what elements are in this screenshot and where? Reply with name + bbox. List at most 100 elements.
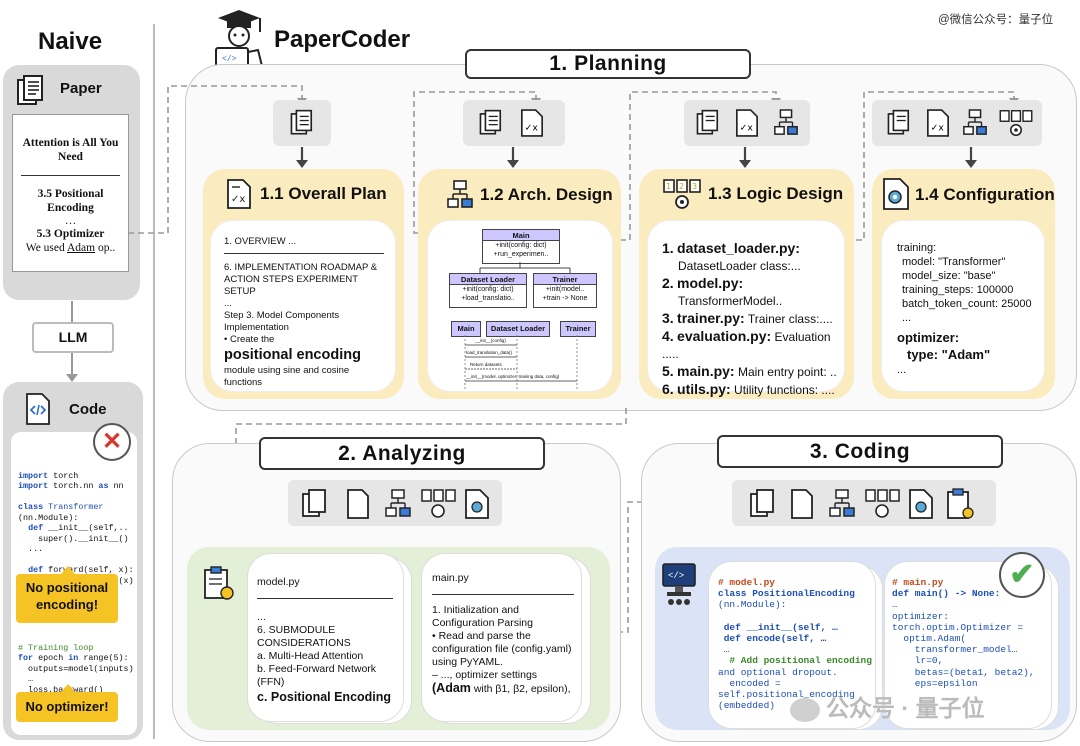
warning-no-optimizer: No optimizer! bbox=[16, 692, 118, 722]
op-line6: positional encoding bbox=[224, 347, 361, 363]
nc2-l0: # Training loop bbox=[18, 642, 94, 653]
code-file-icon bbox=[26, 393, 50, 425]
svg-text:✓x: ✓x bbox=[231, 194, 245, 205]
uml-loader-body: +init(config: dict) +load_translatio.. bbox=[449, 284, 527, 308]
nc2-l3: … bbox=[18, 674, 34, 684]
analyze-arch-icon bbox=[385, 489, 411, 517]
paper-dots: … bbox=[64, 215, 77, 227]
code-line: and optional dropout. bbox=[718, 666, 838, 678]
code-line: def __init__(self, … bbox=[718, 621, 838, 633]
code-line: optim.Adam( bbox=[892, 633, 967, 645]
am-l4: b. Feed-Forward Network (FFN) bbox=[257, 663, 377, 688]
configuration-card bbox=[882, 221, 1044, 391]
code-line: def main() -> None: bbox=[892, 588, 1001, 600]
code-line: eps=epsilon bbox=[892, 677, 978, 689]
cfg-l8: type: "Adam" bbox=[907, 347, 991, 362]
analysis-model-content: model.py ... 6. SUBMODULE CONSIDERATIONS… bbox=[257, 576, 393, 706]
small-plan-icon: ✓x bbox=[521, 109, 543, 137]
op-line1: 1. OVERVIEW ... bbox=[224, 236, 297, 247]
logic-n: 3. bbox=[662, 310, 674, 326]
svg-text:✓x: ✓x bbox=[525, 122, 539, 133]
warning-pointer-2 bbox=[60, 684, 76, 693]
analyze-logic-icon bbox=[421, 489, 456, 518]
logic-file: model.py: bbox=[677, 275, 744, 291]
nc1-l3: class Transformer bbox=[18, 502, 104, 512]
op-line7: module using sine and cosine functions bbox=[224, 365, 350, 388]
seq-msg-1: __init__(config) bbox=[475, 338, 506, 343]
watermark-bottom: 公众号 · 量子位 bbox=[790, 689, 984, 723]
code-line: (embedded) bbox=[718, 700, 776, 712]
svg-text:1: 1 bbox=[666, 182, 671, 191]
paper-section: 3.5 Positional Encoding bbox=[37, 188, 104, 214]
logic-item-1-desc: DatasetLoader class:... bbox=[678, 259, 801, 273]
cfg-l7: optimizer: bbox=[897, 330, 960, 345]
analyzing-title: 2. Analyzing bbox=[259, 437, 545, 470]
an-l1: 1. Initialization and Configuration Pars… bbox=[432, 604, 533, 629]
logic-n: 1. bbox=[662, 240, 674, 256]
nc1-l0: import torch bbox=[18, 470, 79, 481]
seq-trainer: Trainer bbox=[560, 321, 596, 337]
code-line: … bbox=[718, 644, 730, 656]
uml-connectors bbox=[479, 262, 571, 274]
code-line: encoded = bbox=[718, 677, 781, 689]
nc1-l4: (nn.Module): bbox=[18, 512, 79, 523]
logic-desc: Utility functions: .... bbox=[734, 383, 835, 397]
logic-item-2-desc: TransformerModel.. bbox=[678, 294, 783, 308]
arch-diagram-icon bbox=[447, 180, 473, 208]
code-paper-icon bbox=[750, 489, 774, 517]
am-rule bbox=[257, 598, 393, 599]
nc1-l6: super().__init__() bbox=[18, 533, 129, 544]
cfg-l5: batch_token_count: 25000 bbox=[902, 298, 1032, 310]
code-clipboard-icon bbox=[947, 488, 974, 519]
nc1-l5: def __init__(self,.. bbox=[28, 523, 129, 533]
logic-n: 2. bbox=[662, 275, 674, 291]
paper-opt-adam: Adam bbox=[67, 242, 96, 254]
coding-title: 3. Coding bbox=[717, 435, 1003, 468]
watermark-top: @微信公众号：量子位 bbox=[938, 14, 1054, 26]
code-line: (nn.Module): bbox=[718, 599, 787, 611]
uml-trainer-body: +init(model.. +train -> None bbox=[533, 284, 597, 308]
logic-desc: Trainer class:.... bbox=[747, 312, 833, 326]
code-line: torch.optim.Optimizer = bbox=[892, 621, 1024, 633]
cfg-l6: ... bbox=[902, 312, 912, 324]
an-adam: (Adam bbox=[432, 681, 471, 695]
analysis-card-model bbox=[247, 553, 404, 722]
logic-file: trainer.py: bbox=[677, 310, 745, 326]
analyze-icon-row bbox=[302, 489, 489, 519]
code-line: class PositionalEncoding bbox=[718, 588, 855, 600]
configuration-title: 1.4 Configuration bbox=[915, 185, 1055, 204]
check-mark-icon: ✔ bbox=[999, 552, 1045, 598]
small-paper-icon bbox=[887, 109, 910, 135]
an-l3: – ..., optimizer settings bbox=[432, 669, 538, 681]
warning-pointer-1 bbox=[60, 566, 76, 575]
logic-file: main.py: bbox=[677, 363, 735, 379]
small-plan-icon: ✓x bbox=[736, 109, 758, 137]
nc2-l2: outputs=model(inputs) bbox=[18, 663, 134, 674]
logic-file: evaluation.py: bbox=[677, 328, 772, 344]
down-arrow-head bbox=[66, 374, 78, 382]
nc1-l7: ... bbox=[18, 544, 44, 554]
config-gear-icon bbox=[883, 178, 909, 210]
paper-optimizer: 5.3 Optimizer bbox=[36, 228, 105, 240]
uml-main-body: +init(config: dict) +run_experimen.. bbox=[482, 240, 560, 264]
logic-file: dataset_loader.py: bbox=[677, 240, 800, 256]
small-paper-icon bbox=[696, 109, 719, 135]
code-line: optimizer: bbox=[892, 610, 950, 622]
op-line5: • Create the bbox=[224, 334, 275, 345]
app-title: PaperCoder bbox=[274, 26, 411, 53]
logic-file: utils.py: bbox=[677, 381, 731, 397]
logic-item-1: 1. dataset_loader.py: bbox=[662, 240, 842, 258]
sequence-lines bbox=[464, 335, 578, 391]
logic-design-card bbox=[648, 221, 844, 391]
logic-item-6: 6. utils.py: Utility functions: .... bbox=[662, 381, 842, 399]
paper-rule bbox=[21, 175, 120, 176]
x-mark-icon: ✕ bbox=[93, 423, 131, 461]
op-line4: Step 3. Model Components Implementation bbox=[224, 310, 340, 333]
code-logic-icon bbox=[865, 489, 900, 518]
paper-opt-suffix: op.. bbox=[95, 242, 116, 254]
overall-plan-content: 1. OVERVIEW ... 6. IMPLEMENTATION ROADMA… bbox=[224, 236, 384, 389]
code-line: def encode(self, … bbox=[718, 633, 827, 645]
small-logic-icon bbox=[999, 110, 1033, 137]
code-line: # main.py bbox=[892, 577, 944, 588]
